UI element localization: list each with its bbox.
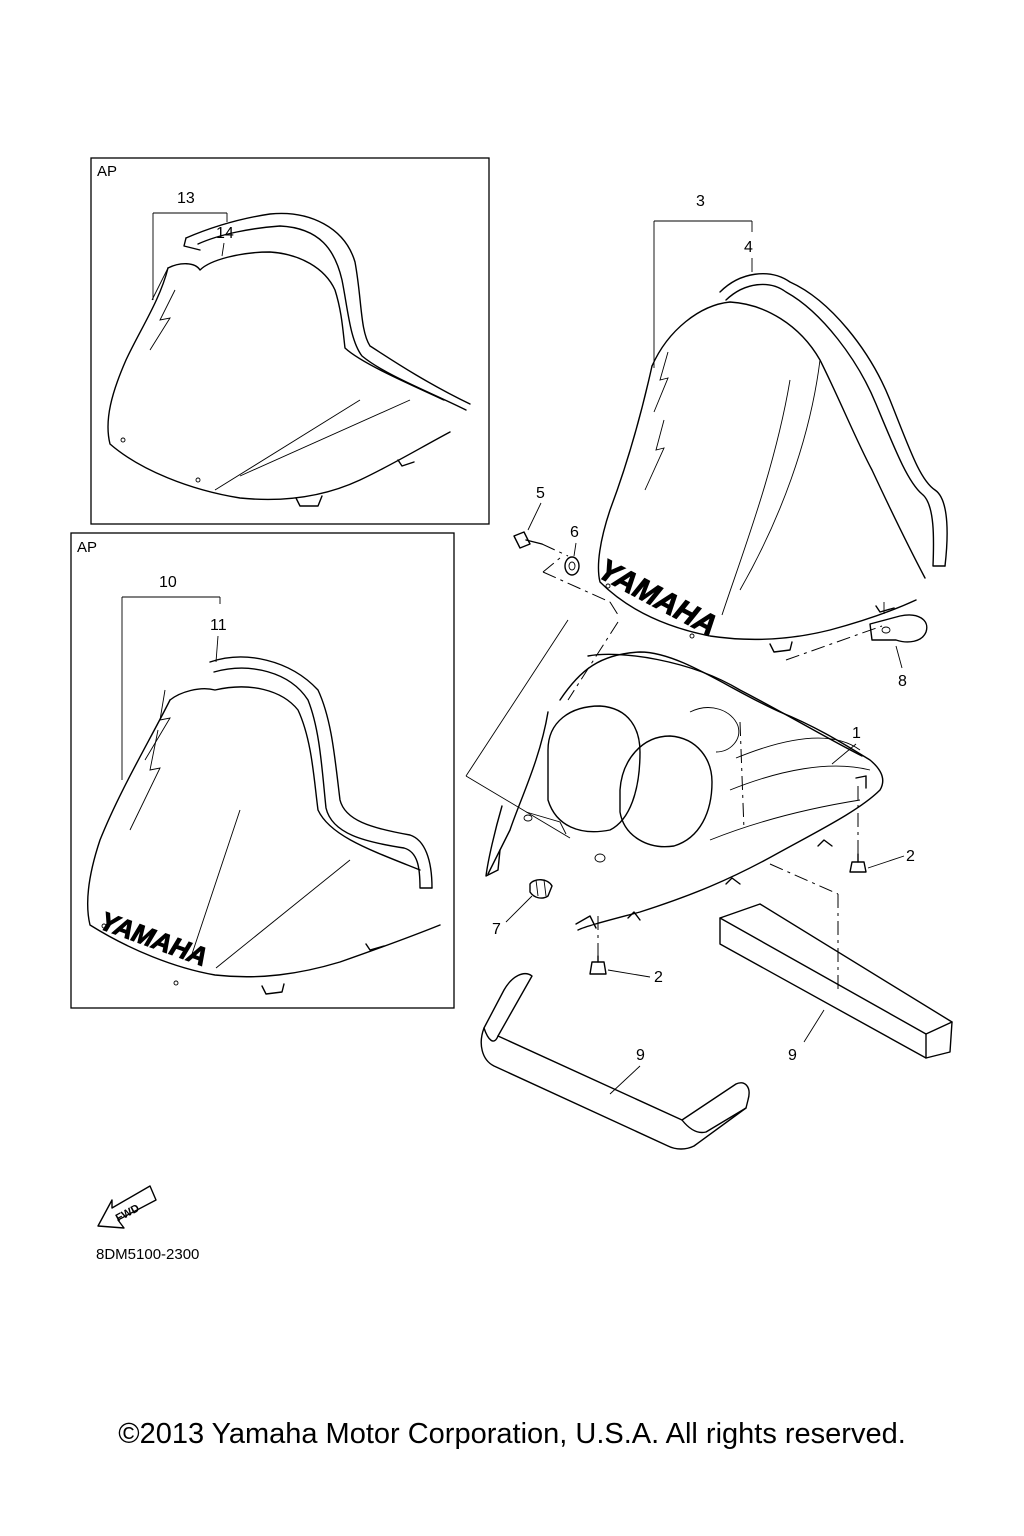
- inset-bottom-frame: [70, 532, 455, 1009]
- grommet-7: 7: [492, 879, 553, 938]
- bolt-2b: 2: [589, 916, 663, 986]
- callout-13: 13: [177, 190, 195, 207]
- callout-12: 11: [210, 617, 227, 634]
- foam-pad-10: 9: [719, 863, 953, 1064]
- callout-9: 9: [636, 1047, 645, 1064]
- windshield-11: YAMAHA: [86, 656, 441, 995]
- windshield-13: [107, 212, 471, 507]
- callout-2a: 2: [906, 848, 915, 865]
- inset-top-frame: [90, 157, 490, 525]
- inset-top: AP 13 14: [90, 157, 490, 525]
- seal-9: 9: [480, 972, 750, 1150]
- inset-top-label: AP: [97, 163, 117, 180]
- bracket-8: 8: [785, 602, 928, 690]
- cowl-1: 1: [465, 619, 884, 931]
- screw-5: 5: [513, 485, 569, 557]
- nut-6: 6: [564, 524, 580, 576]
- callout-6: 6: [570, 524, 579, 541]
- bolt-2a: 2: [849, 786, 915, 873]
- windshield-main: YAMAHA: [592, 273, 948, 653]
- callout-14: 14: [216, 225, 234, 242]
- callout-11: 10: [159, 574, 177, 591]
- copyright-notice: ©2013 Yamaha Motor Corporation, U.S.A. A…: [118, 1418, 906, 1450]
- callout-13-group: 13 14: [152, 190, 234, 300]
- diagram-code: 8DM5100-2300: [96, 1246, 199, 1263]
- inset-bottom-label: AP: [77, 539, 97, 556]
- callout-2b: 2: [654, 969, 663, 986]
- inset-bottom: AP YAMAHA 10 11: [70, 532, 455, 1009]
- brand-text-main: YAMAHA: [593, 553, 723, 643]
- brand-text-inset: YAMAHA: [96, 905, 212, 972]
- callout-4: 4: [744, 239, 753, 256]
- fwd-arrow-icon: FWD: [97, 1185, 157, 1229]
- callout-11-group: 10 11: [121, 574, 227, 780]
- callout-7: 7: [492, 921, 501, 938]
- callout-3-group: 3 4: [653, 193, 753, 368]
- callout-8: 8: [898, 673, 907, 690]
- callout-3: 3: [696, 193, 705, 210]
- callout-10: 9: [788, 1047, 797, 1064]
- callout-1: 1: [852, 725, 861, 742]
- callout-5: 5: [536, 485, 545, 502]
- leader-5-6: [542, 557, 621, 619]
